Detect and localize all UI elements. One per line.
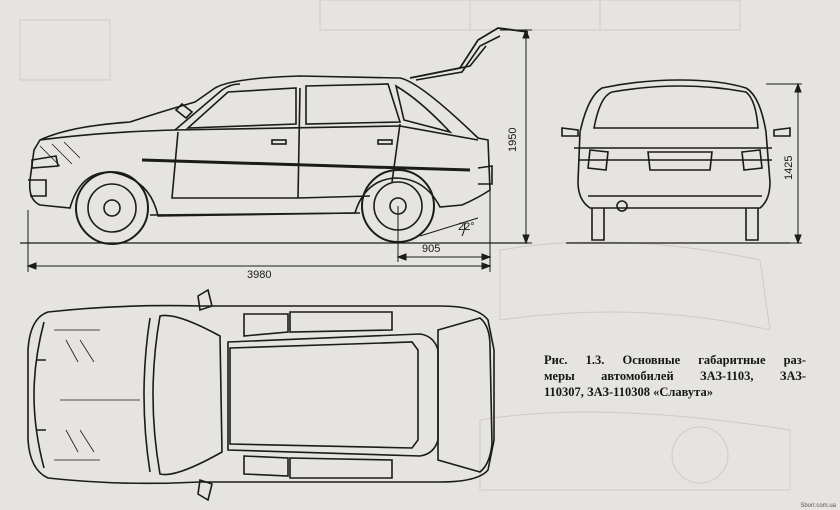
dimension-overall-length: 3980 xyxy=(247,269,271,281)
dimension-departure-angle: 22° xyxy=(458,221,475,233)
side-dimension-lines xyxy=(26,28,532,272)
bleed-through-background xyxy=(19,0,791,491)
dimension-rear-overhang: 905 xyxy=(422,243,440,255)
caption-line-3: 110307, ЗАЗ-110308 «Славута» xyxy=(544,385,713,399)
dimension-body-height: 1425 xyxy=(783,156,795,180)
car-rear-view xyxy=(561,79,791,244)
watermark-text: Sborr.com.ua xyxy=(800,503,836,509)
figure-caption: Рис. 1.3. Основные габаритные раз- меры … xyxy=(544,352,806,400)
caption-line-2: меры автомобилей ЗАЗ-1103, ЗАЗ- xyxy=(544,369,806,383)
rear-dimension-lines xyxy=(766,82,802,245)
car-top-view xyxy=(27,288,495,502)
caption-line-1: Рис. 1.3. Основные габаритные раз- xyxy=(544,353,806,367)
dimension-overall-height: 1950 xyxy=(507,128,519,152)
car-side-view xyxy=(20,27,529,245)
